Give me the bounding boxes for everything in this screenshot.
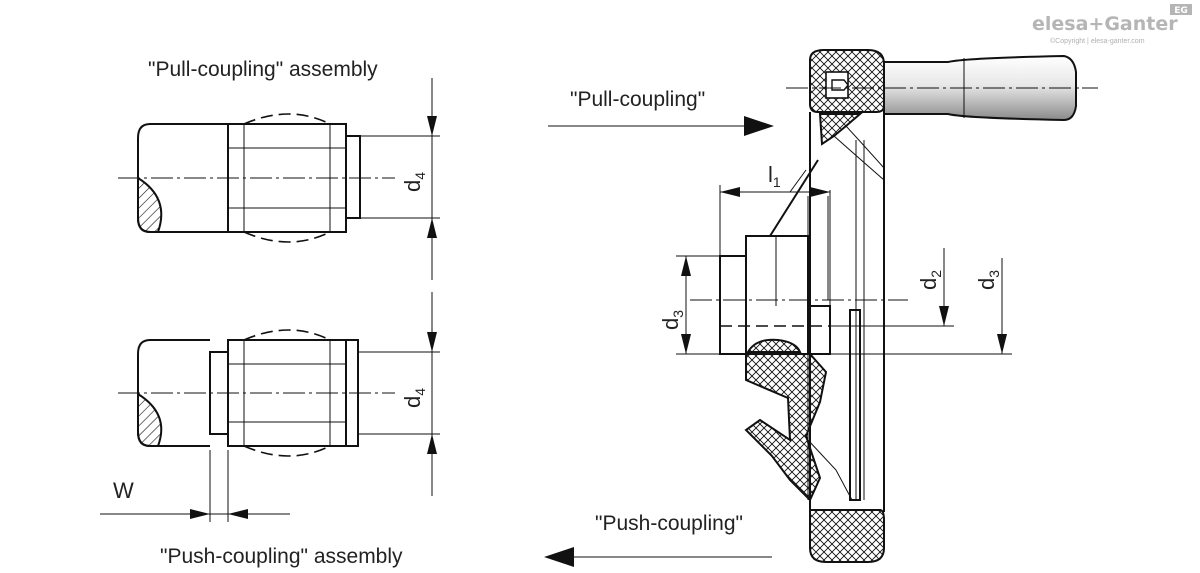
push-assembly-drawing: d4 W [100,292,440,522]
push-coupling-label: "Push-coupling" [595,512,743,535]
push-direction-arrow [544,547,772,567]
svg-text:d3: d3 [974,270,1002,290]
d4-label-push: d4 [400,388,428,408]
push-assembly-title: "Push-coupling" assembly [160,545,403,568]
brand-name: elesa+Ganter [1032,13,1178,35]
pull-direction-arrow [548,116,774,136]
l1-label: l1 [768,162,781,190]
svg-text:d2: d2 [916,270,944,290]
d3-label-right: d3 [974,270,1002,290]
d3-label-left: d3 [658,310,686,330]
svg-text:d4: d4 [400,388,428,408]
d2-dimension: d2 [830,248,954,327]
handwheel-section [690,49,1098,563]
d4-label-pull: d4 [400,172,428,192]
w-label: W [113,478,134,503]
brand-badge-box [1170,4,1192,15]
d3-dimension-right: d3 [830,258,1012,355]
pull-assembly-drawing: d4 [118,78,440,280]
l1-dimension: l1 [719,162,831,306]
d2-label: d2 [916,270,944,290]
svg-text:d3: d3 [658,310,686,330]
d3-dimension-left: d3 [658,255,720,355]
svg-text:d4: d4 [400,172,428,192]
brand-badge: EG [1174,6,1188,16]
copyright-text: ©Copyright | elesa-ganter.com [1050,37,1145,45]
elesa-ganter-logo: elesa+Ganter EG ©Copyright | elesa-gante… [1032,4,1192,45]
pull-coupling-label: "Pull-coupling" [570,88,705,111]
pull-assembly-title: "Pull-coupling" assembly [148,58,378,81]
